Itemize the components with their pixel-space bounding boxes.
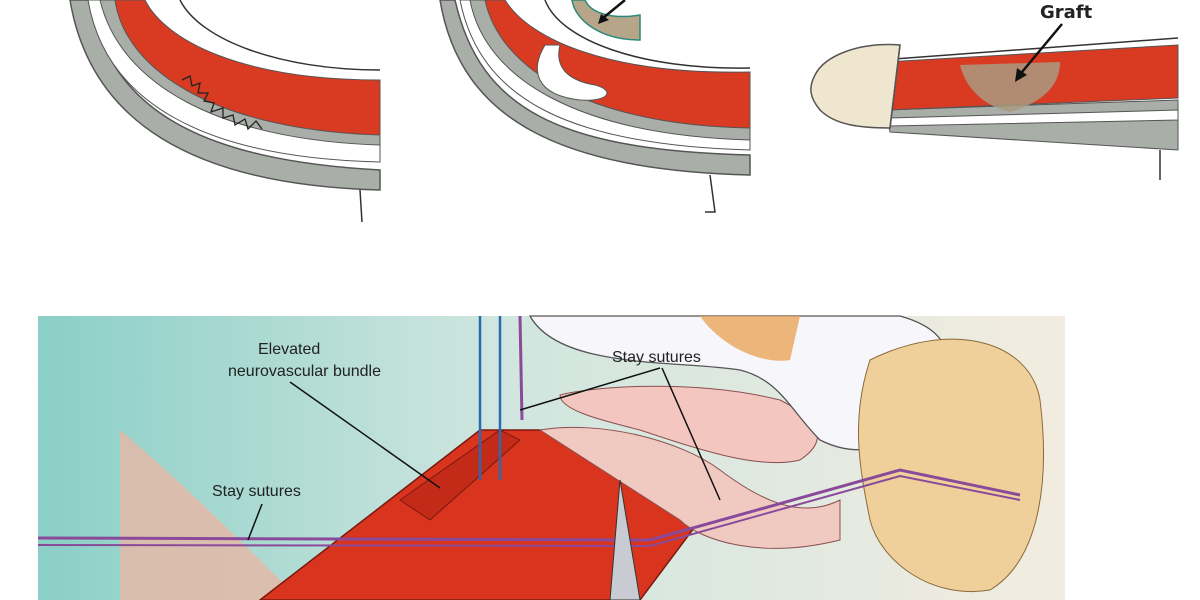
graft-label: Graft: [1040, 2, 1093, 23]
panel-2-excised-plaque: [439, 0, 751, 213]
panel-1-curved-shaft-incision: [69, 0, 381, 223]
label-elevated: Elevated: [258, 341, 320, 358]
label-neurovascular-bundle: neurovascular bundle: [228, 363, 381, 380]
label-stay-sutures-left: Stay sutures: [212, 483, 301, 500]
label-stay-sutures-right: Stay sutures: [612, 349, 701, 366]
panel-4-operative-view: Elevated neurovascular bundle Stay sutur…: [37, 315, 1065, 600]
panel-3-grafted-shaft: Graft: [810, 2, 1179, 180]
